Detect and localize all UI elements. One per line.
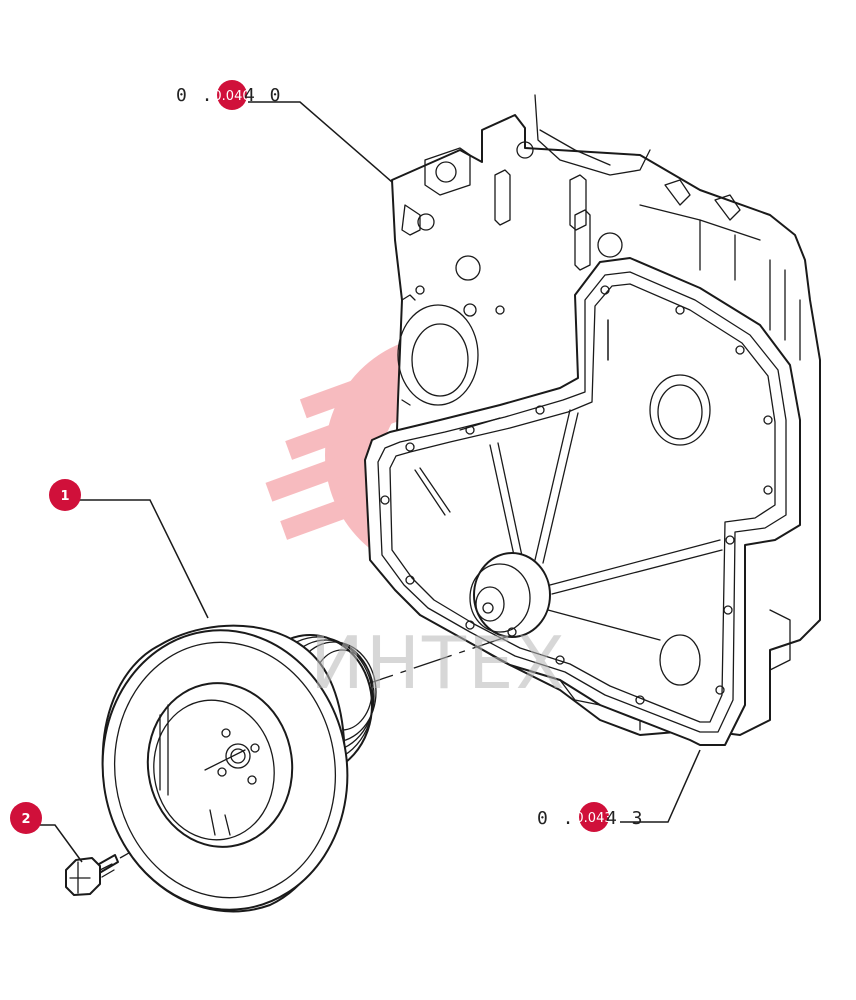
callout-1-number: 1 bbox=[60, 489, 69, 504]
ref-label-top: 0 . 0.040 4 0 bbox=[176, 80, 283, 110]
ref-bottom-badge bbox=[579, 802, 609, 832]
ref-top-prefix: 0 . bbox=[176, 85, 215, 106]
crankshaft-hub bbox=[469, 552, 551, 638]
crankshaft-pulley bbox=[101, 624, 377, 913]
center-line bbox=[354, 634, 513, 689]
callout-1-badge[interactable] bbox=[49, 479, 81, 511]
ref-bottom-badge-text: 0.043 bbox=[575, 811, 612, 826]
ref-top-suffix: 4 0 bbox=[244, 85, 283, 106]
callout-2-number: 2 bbox=[21, 812, 30, 827]
gasket-bolt-holes bbox=[380, 285, 773, 705]
callout-2[interactable]: 2 bbox=[10, 802, 42, 834]
ref-bottom-suffix: 4 3 bbox=[606, 808, 645, 829]
watermark-text: ИНТЕХ bbox=[310, 621, 567, 705]
leader-lines bbox=[40, 101, 701, 863]
ref-top-badge bbox=[217, 80, 247, 110]
ref-label-bottom: 0 . 0.043 4 3 bbox=[537, 802, 645, 832]
callout-2-badge[interactable] bbox=[10, 802, 42, 834]
pulley-bolt bbox=[65, 854, 119, 896]
callout-1[interactable]: 1 bbox=[49, 479, 81, 511]
ref-bottom-prefix: 0 . bbox=[537, 808, 576, 829]
timing-cover-gasket bbox=[364, 257, 801, 746]
ref-top-badge-text: 0.040 bbox=[213, 89, 250, 104]
